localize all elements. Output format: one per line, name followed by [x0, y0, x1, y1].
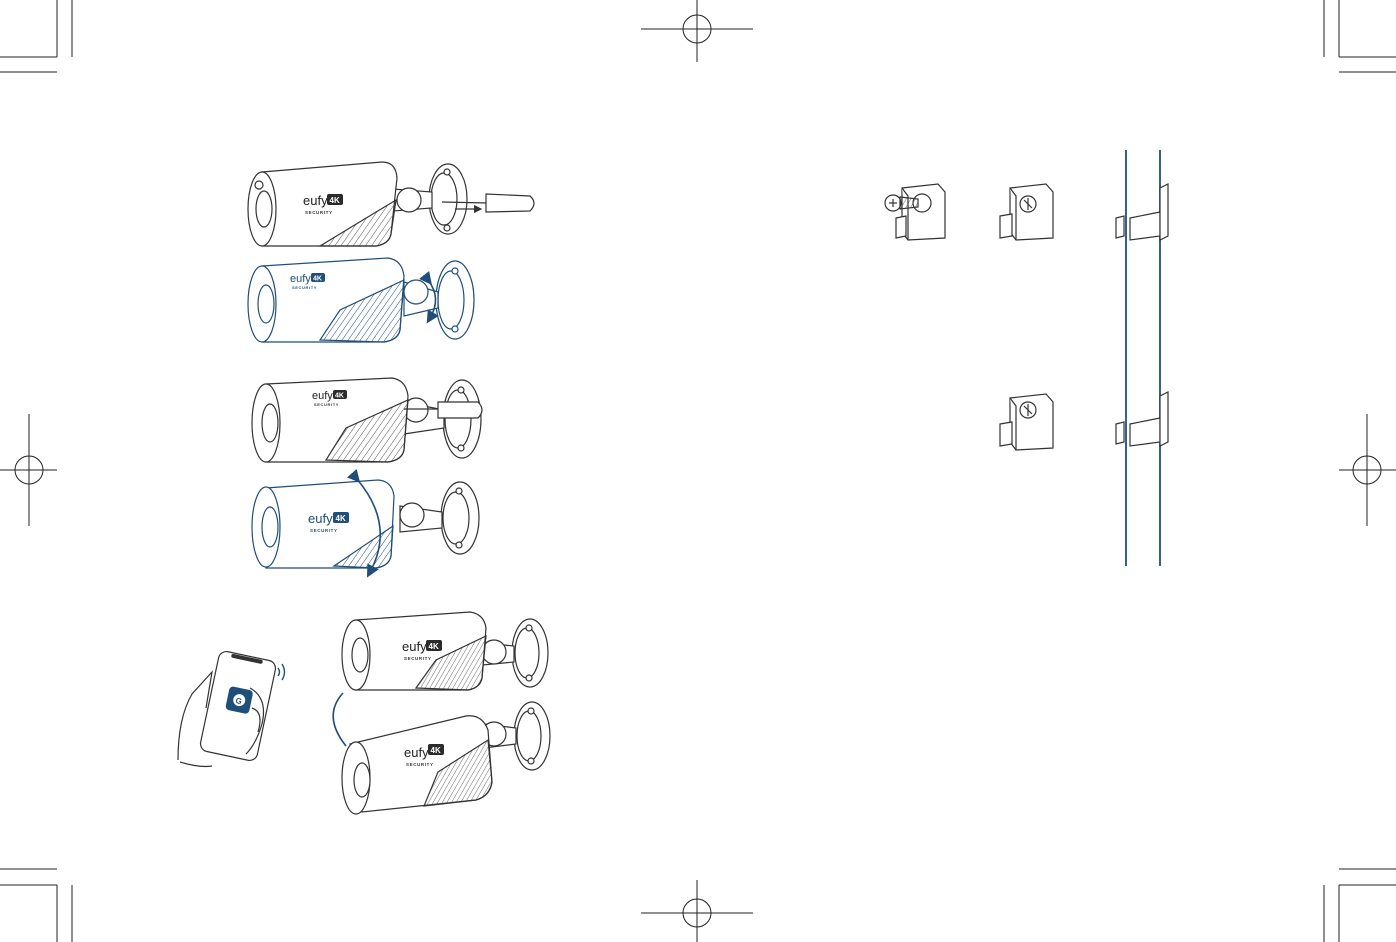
registration-target-icon: [641, 880, 753, 942]
rotation-arrow-icon: [333, 693, 346, 746]
mount-bracket-icon: [1000, 394, 1053, 450]
resolution-badge-text: 4K: [431, 746, 441, 755]
camera-step-4: eufy 4K SECURITY: [252, 478, 479, 572]
brand-wordmark: eufy: [402, 639, 427, 654]
wall-mount-plate: [429, 164, 467, 234]
wall-mount-plate: [441, 482, 479, 554]
pole-bracket-upper: [1116, 184, 1168, 240]
camera-step-2: eufy 4K SECURITY: [248, 258, 474, 342]
camera-step-3: eufy 4K SECURITY: [252, 378, 482, 462]
pole-icon: [1126, 150, 1160, 566]
wall-mount-plate: [512, 619, 548, 687]
resolution-badge-text: 4K: [330, 196, 340, 205]
wall-mount-plate: [443, 380, 481, 458]
brand-sub-label: SECURITY: [314, 402, 339, 407]
crop-mark-top-left: [0, 0, 72, 72]
registration-target-icon: [0, 414, 57, 526]
wall-mount-plate: [514, 702, 550, 770]
camera-final-lower: eufy 4K SECURITY: [342, 702, 550, 814]
brand-sub-label: SECURITY: [406, 762, 434, 767]
mount-bracket-with-screw: [885, 184, 945, 240]
signal-waves-icon: [278, 664, 285, 680]
pole-bracket-lower: [1116, 392, 1168, 446]
brand-wordmark: eufy: [404, 745, 429, 760]
brand-sub-label: SECURITY: [310, 528, 338, 533]
crop-mark-bottom-right: [1324, 869, 1396, 942]
wall-mount-plate: [436, 261, 474, 339]
resolution-badge-text: 4K: [336, 514, 346, 523]
phone-in-hand: G: [178, 650, 346, 766]
brand-wordmark: eufy: [303, 193, 328, 208]
brand-sub-label: SECURITY: [292, 285, 317, 290]
resolution-badge-text: 4K: [429, 642, 439, 651]
crop-mark-top-right: [1324, 0, 1396, 72]
mount-bracket-icon: [1000, 184, 1053, 240]
registration-target-icon: [1339, 414, 1396, 526]
crop-mark-bottom-left: [0, 869, 72, 942]
resolution-badge-text: 4K: [335, 393, 344, 400]
brand-wordmark: eufy: [312, 390, 333, 402]
brand-wordmark: eufy: [308, 511, 333, 526]
camera-step-1: eufy 4K SECURITY: [248, 162, 534, 246]
brand-sub-label: SECURITY: [305, 210, 333, 215]
brand-sub-label: SECURITY: [404, 656, 432, 661]
brand-wordmark: eufy: [290, 273, 311, 285]
resolution-badge-text: 4K: [313, 276, 322, 283]
registration-target-icon: [641, 0, 753, 62]
camera-final-upper: eufy 4K SECURITY: [342, 612, 548, 690]
